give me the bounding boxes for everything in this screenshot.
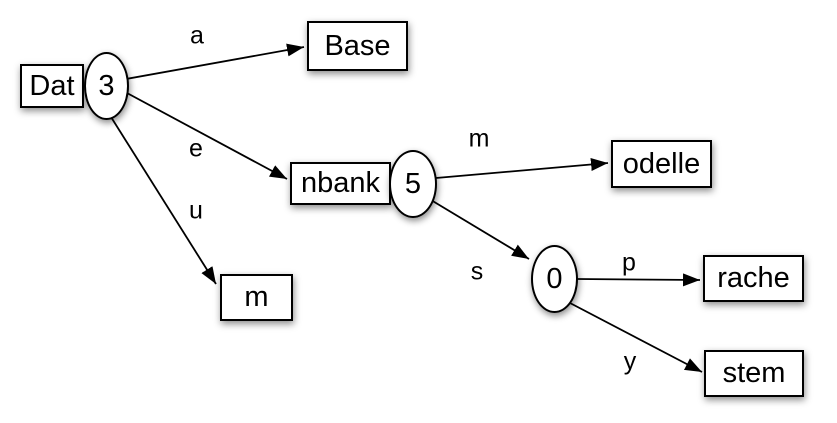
- edge-label-y: y: [623, 347, 637, 376]
- edge-label-m: m: [468, 124, 490, 153]
- edge-arrow-y: [569, 302, 703, 373]
- edge-arrow-s: [430, 199, 530, 260]
- edge-arrow-a: [125, 43, 305, 80]
- node-base: Base: [307, 21, 408, 71]
- node-count-0: 0: [531, 245, 578, 313]
- node-stem: stem: [704, 350, 804, 397]
- edge-arrow-e: [126, 92, 288, 180]
- node-dat: Dat: [20, 64, 84, 108]
- edge-label-a: a: [190, 21, 204, 50]
- edge-label-s: s: [470, 257, 484, 286]
- node-count-3: 3: [84, 52, 129, 120]
- node-stem-label: stem: [722, 357, 786, 389]
- node-m: m: [220, 274, 293, 321]
- node-nbank-label: nbank: [300, 167, 380, 199]
- node-odelle-label: odelle: [622, 147, 701, 180]
- edge-label-e: e: [189, 134, 203, 163]
- edge-arrow-u: [110, 116, 217, 285]
- node-rache: rache: [703, 255, 804, 302]
- node-m-label: m: [244, 281, 269, 313]
- node-base-label: Base: [324, 29, 391, 62]
- edge-arrow-p: [576, 273, 701, 287]
- edge-arrow-m: [435, 158, 609, 179]
- node-odelle: odelle: [611, 140, 712, 188]
- node-count-5-label: 5: [404, 167, 422, 200]
- node-count-3-label: 3: [98, 69, 115, 102]
- node-rache-label: rache: [717, 262, 790, 294]
- edge-label-p: p: [622, 248, 636, 277]
- node-dat-label: Dat: [29, 69, 75, 102]
- edge-label-u: u: [189, 196, 203, 225]
- node-count-0-label: 0: [546, 262, 563, 295]
- node-count-5: 5: [389, 150, 437, 218]
- node-nbank: nbank: [290, 162, 391, 205]
